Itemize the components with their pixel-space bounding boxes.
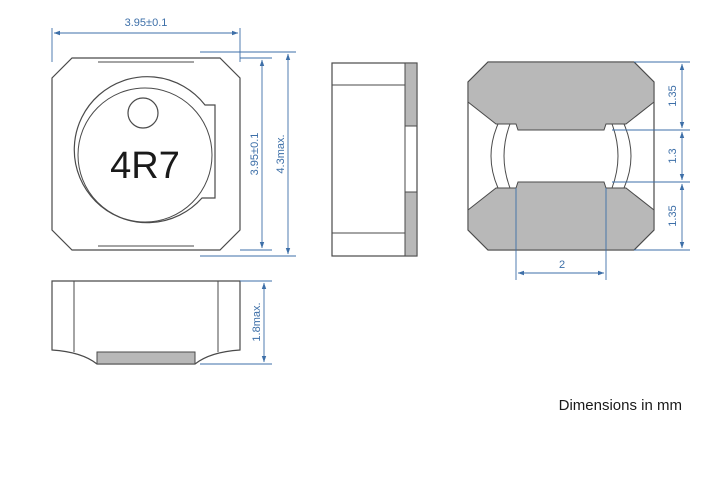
top-max-height-dimension [200, 51, 296, 257]
coil-inner-ring [77, 87, 213, 223]
bottom-electrode-upper [467, 61, 655, 131]
thickness-label: 1.8max. [251, 302, 263, 341]
units-note: Dimensions in mm [559, 397, 682, 414]
part-marking: 4R7 [110, 145, 180, 187]
bottom-vertical-dimensions [612, 61, 690, 251]
bottom-view: 1.35 1.3 1.35 2 [467, 61, 690, 280]
pad-width-dimension [515, 188, 607, 280]
winding-arc-left-inner [503, 123, 511, 189]
side-electrode-lower [404, 191, 418, 257]
side-electrode-upper [404, 62, 418, 127]
thickness-dimension [200, 280, 272, 365]
bottom-electrode-lower [467, 181, 655, 251]
side-view-body [331, 62, 418, 257]
pad-width-label: 2 [559, 259, 565, 271]
polarity-dot [127, 97, 159, 129]
top-view: 3.95±0.1 4R7 3.95±0.1 4.3max. [51, 17, 296, 257]
top-width-dimension [51, 28, 241, 62]
top-height-dimension [240, 57, 272, 251]
top-height-label: 3.95±0.1 [249, 133, 261, 176]
pad-gap-label: 1.3 [667, 148, 679, 163]
winding-arc-left [490, 123, 499, 189]
top-width-label: 3.95±0.1 [125, 17, 168, 29]
pad-length-label-upper: 1.35 [667, 85, 679, 106]
pad-length-label-lower: 1.35 [667, 205, 679, 226]
top-max-height-label: 4.3max. [275, 134, 287, 173]
front-electrode [96, 351, 196, 365]
front-view: 1.8max. [51, 280, 272, 365]
side-view [331, 62, 418, 257]
